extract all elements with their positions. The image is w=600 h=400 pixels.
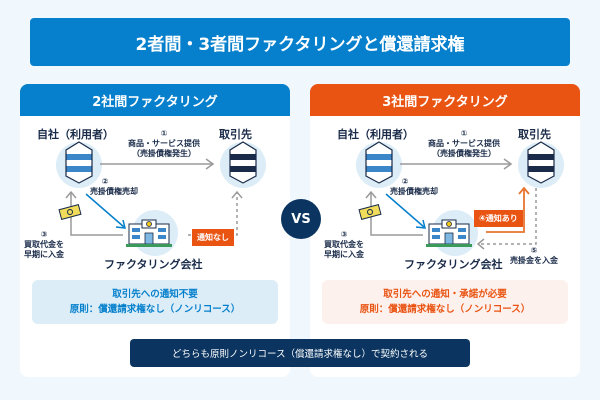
factoring-company-building-icon (426, 219, 472, 247)
step3-subtext: 早期に入金 (324, 250, 364, 259)
vs-badge: VS (281, 199, 321, 239)
money-icon (58, 204, 82, 220)
step1-subtext: （売掛債権発生） (432, 149, 496, 158)
step3-text: 買取代金を (324, 240, 364, 249)
step1-number: ① (160, 129, 168, 138)
step2-text: 売掛債権売却 (90, 187, 138, 196)
step1-text: 商品・サービス提供 (128, 139, 200, 148)
step3-number: ③ (340, 230, 348, 239)
page-title: 2者間・3者間ファクタリングと償還請求権 (30, 18, 570, 66)
step5-text: 売掛金を入金 (510, 256, 558, 265)
step3-subtext: 早期に入金 (24, 250, 64, 259)
step1-text: 商品・サービス提供 (428, 139, 500, 148)
client-label: 取引先 (219, 128, 252, 141)
client-label: 取引先 (518, 128, 551, 141)
step1-subtext: （売掛債権発生） (132, 149, 196, 158)
factoring-company-label: ファクタリング会社 (404, 258, 503, 271)
step2-number: ② (401, 177, 409, 186)
self-label: 自社（利用者） (337, 128, 414, 141)
self-label: 自社（利用者） (37, 128, 114, 141)
conclusion-banner: どちらも原則ノンリコース（償還請求権なし）で契約される (130, 339, 470, 367)
factoring-company-building-icon (126, 219, 172, 247)
client-building-stack-icon (229, 141, 257, 184)
step1-number: ① (460, 129, 468, 138)
summary-line-2: 原則：償還請求権なし（ノンリコース） (69, 304, 241, 315)
self-building-stack-icon (65, 141, 93, 184)
money-icon (358, 204, 382, 220)
client-building-stack-icon (527, 141, 555, 184)
self-building-stack-icon (365, 141, 393, 184)
no-notice-badge: 通知なし (192, 229, 234, 246)
step2-text: 売掛債権売却 (390, 187, 438, 196)
step5-number: ⑤ (530, 246, 538, 255)
card-header: 3社間ファクタリング (310, 84, 580, 116)
flow-arrows (365, 158, 537, 250)
step3-text: 買取代金を (24, 240, 64, 249)
factoring-company-label: ファクタリング会社 (104, 258, 203, 271)
step2-number: ② (101, 177, 109, 186)
summary-line-2: 原則：償還請求権なし（ノンリコース） (359, 304, 531, 315)
summary-line-1: 取引先への通知・承諾が必要 (383, 289, 507, 300)
summary-box: 取引先への通知・承諾が必要 原則：償還請求権なし（ノンリコース） (322, 280, 568, 324)
notice-required-badge: ④通知あり (474, 210, 523, 227)
step3-number: ③ (40, 230, 48, 239)
summary-box: 取引先への通知不要 原則：償還請求権なし（ノンリコース） (32, 280, 278, 324)
summary-line-1: 取引先への通知不要 (112, 289, 198, 300)
card-header: 2社間ファクタリング (20, 84, 290, 116)
three-party-factoring-card: 3社間ファクタリング 自社（利用者） 取引先 ① 商品・サービス提供 （売掛債権… (310, 84, 580, 377)
two-party-factoring-card: 2社間ファクタリング 自社（利用者） 取引先 ① 商品・サービス提供 （売掛債権… (20, 84, 290, 377)
